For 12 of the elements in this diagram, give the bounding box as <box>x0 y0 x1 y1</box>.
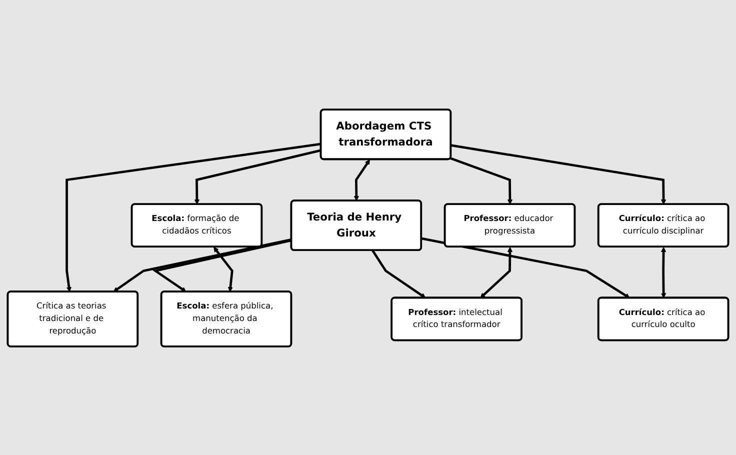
arrow <box>372 249 426 298</box>
arrow <box>480 246 513 298</box>
arrow <box>66 142 322 292</box>
arrow <box>450 144 666 204</box>
arrow <box>421 236 630 298</box>
arrow <box>660 246 666 298</box>
arrow <box>194 148 322 204</box>
arrow <box>152 238 292 292</box>
arrow <box>354 158 370 201</box>
arrow <box>450 156 513 204</box>
arrow <box>214 246 234 292</box>
arrow <box>113 238 292 292</box>
